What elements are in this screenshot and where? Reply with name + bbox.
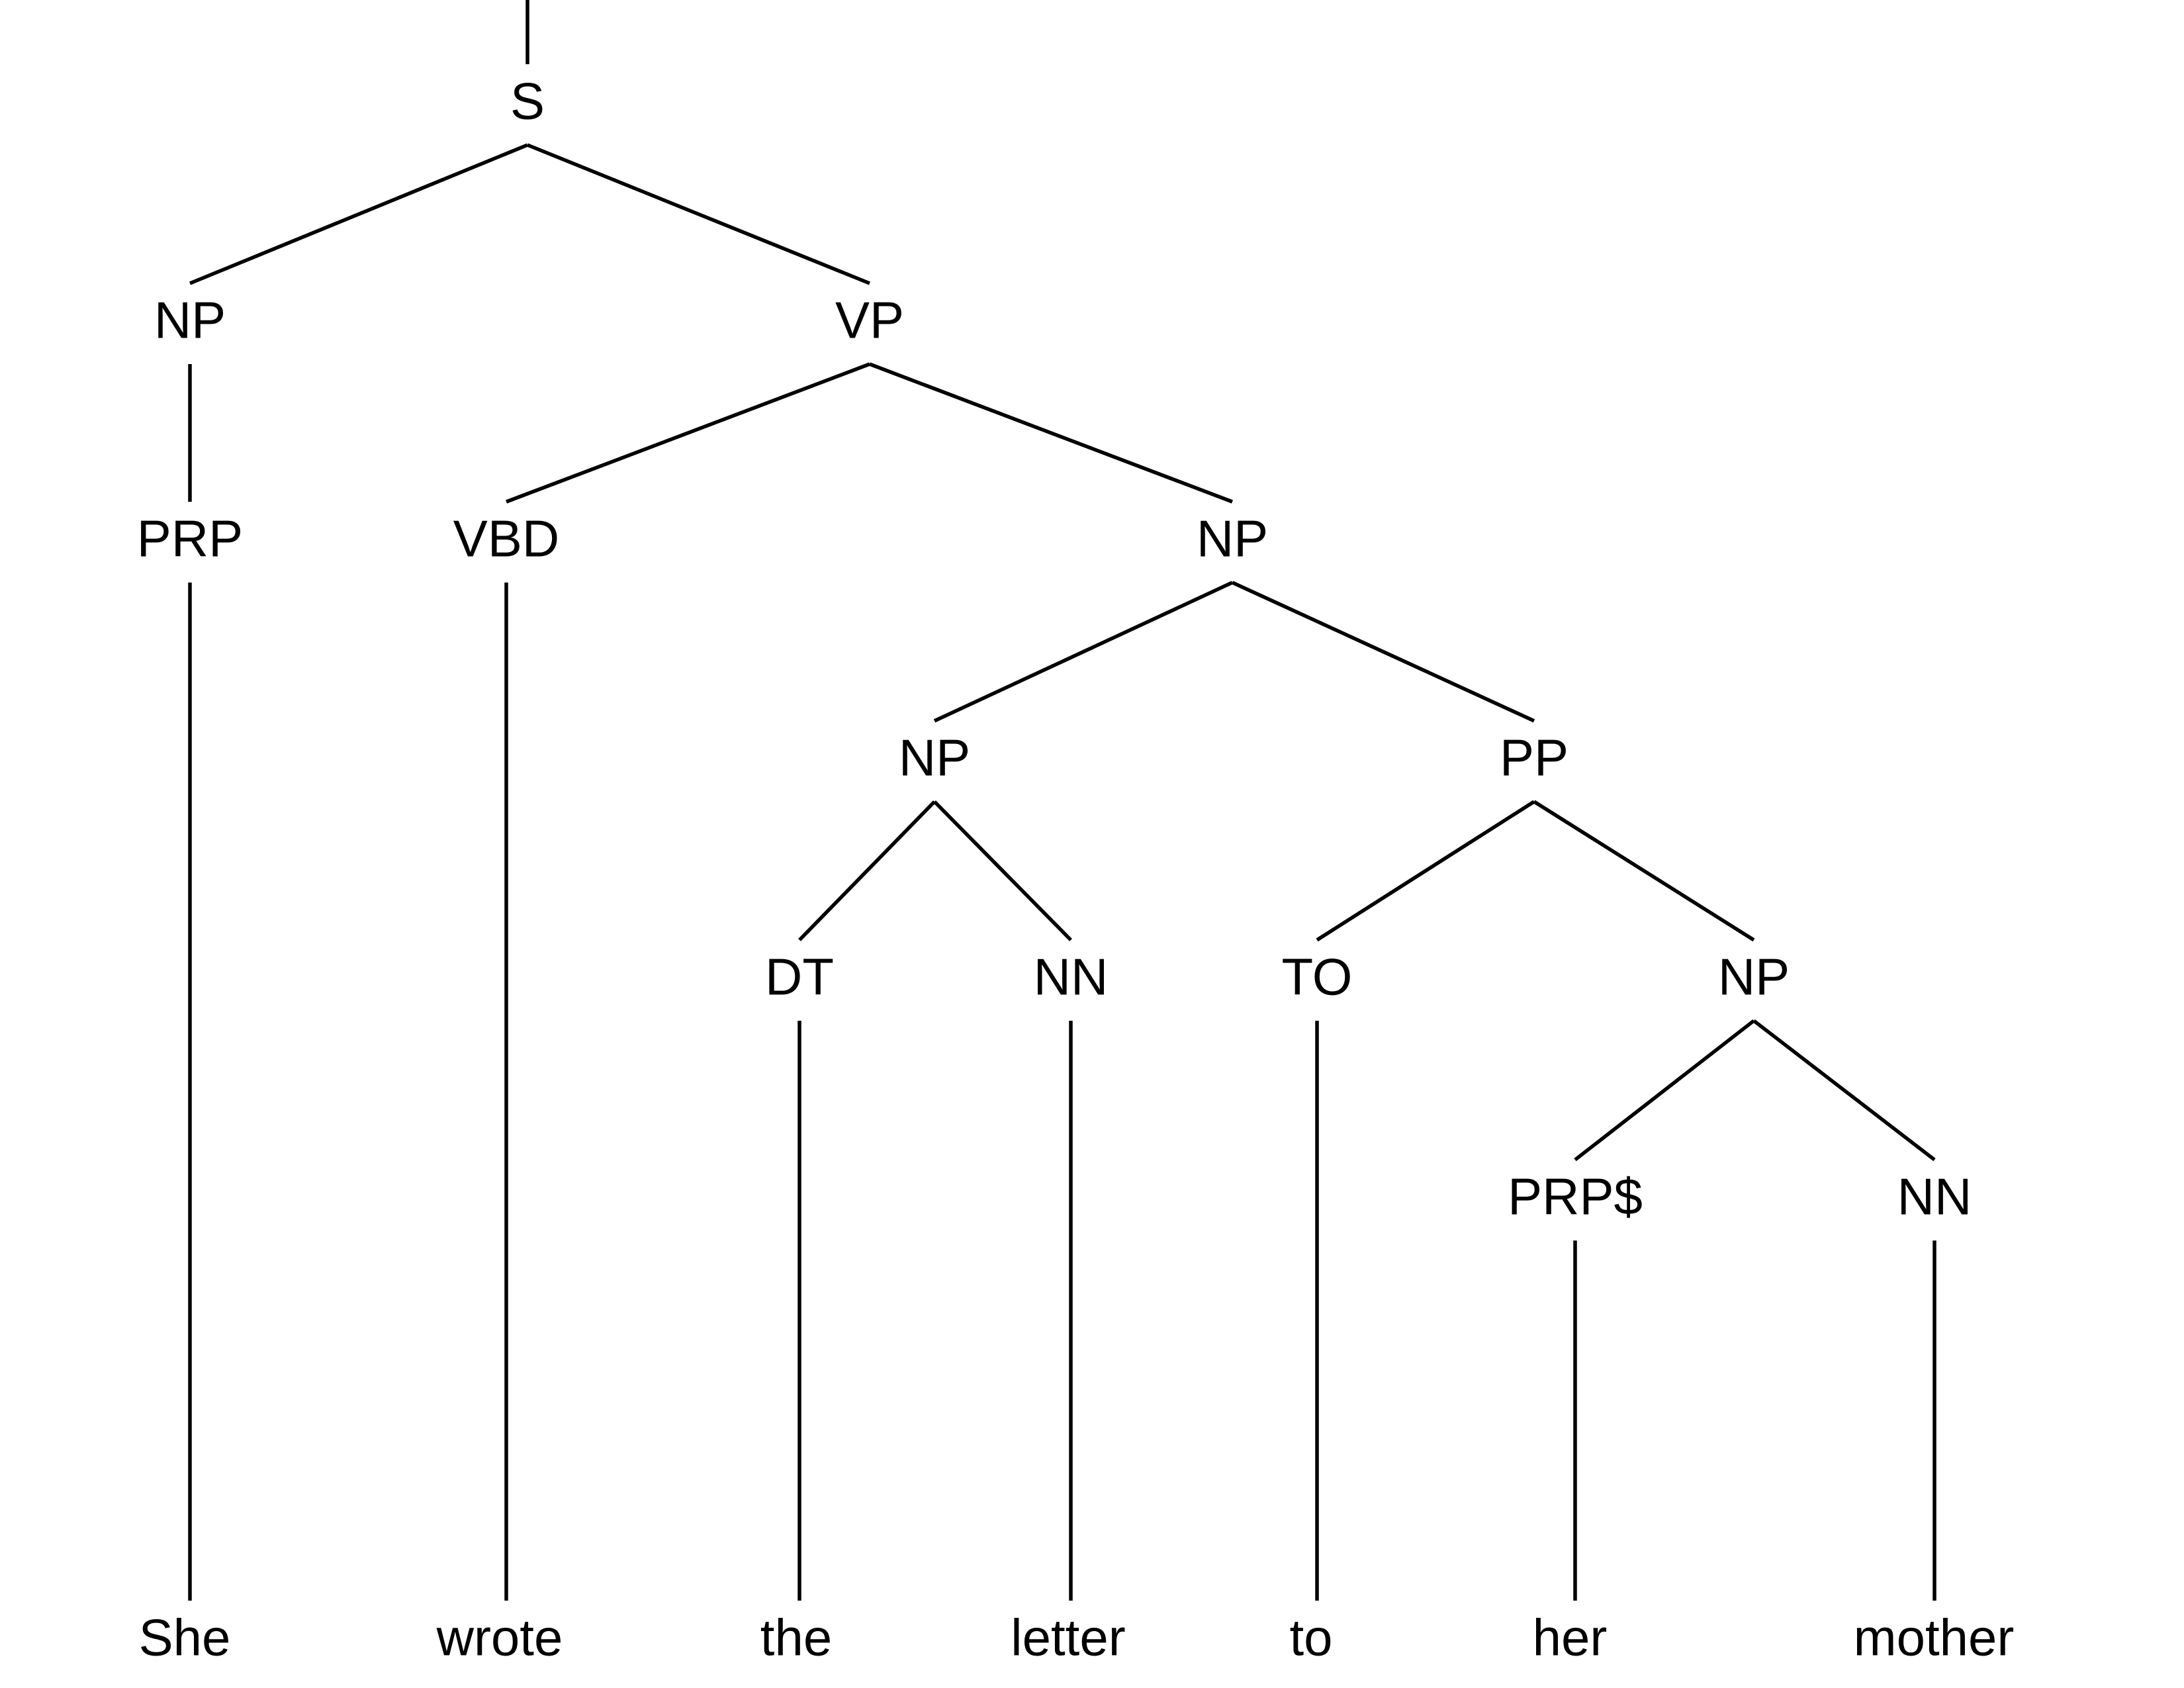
tree-node-vp: VP [835, 291, 904, 350]
edge-np3-nn1 [933, 800, 1072, 941]
tree-edges [188, 0, 1936, 1601]
tree-node-np1: NP [154, 291, 226, 350]
leaf-word-w-she: She [139, 1609, 231, 1667]
tree-node-prp: PRP [137, 510, 243, 568]
tree-node-to: TO [1282, 948, 1353, 1006]
tree-node-pp: PP [1500, 729, 1569, 787]
tree-labels: S NP VP PRP VBD NP NP PP DT NN TO NP PRP$ NN She wrote t… [137, 72, 2015, 1667]
edge-vp-np2 [869, 362, 1233, 504]
edge-np2-pp [1231, 581, 1535, 723]
leaf-word-w-mother: mother [1854, 1609, 2015, 1667]
leaf-word-w-the: the [760, 1609, 832, 1667]
edge-np4-nn2 [1752, 1019, 1936, 1162]
edge-s-vp [526, 143, 871, 285]
edge-s-np1 [189, 143, 529, 285]
leaf-word-w-letter: letter [1011, 1609, 1125, 1667]
tree-node-nn2: NN [1897, 1168, 1972, 1226]
tree-node-s: S [510, 72, 545, 130]
tree-node-dt: DT [765, 948, 834, 1006]
edge-np3-dt [798, 800, 936, 941]
leaf-word-w-to: to [1289, 1609, 1332, 1667]
tree-node-prps: PRP$ [1508, 1168, 1643, 1226]
leaf-word-w-her: her [1533, 1609, 1608, 1667]
tree-node-np2: NP [1197, 510, 1268, 568]
tree-node-np4: NP [1718, 948, 1790, 1006]
edge-pp-np4 [1533, 800, 1755, 942]
leaf-word-w-wrote: wrote [436, 1609, 563, 1667]
tree-node-nn1: NN [1034, 948, 1109, 1006]
tree-node-np3: NP [899, 729, 970, 787]
tree-node-vbd: VBD [453, 510, 559, 568]
edge-pp-to [1316, 800, 1535, 942]
edge-np4-prps [1574, 1019, 1755, 1162]
edge-np2-np3 [933, 581, 1234, 723]
edge-vp-vbd [506, 362, 870, 504]
